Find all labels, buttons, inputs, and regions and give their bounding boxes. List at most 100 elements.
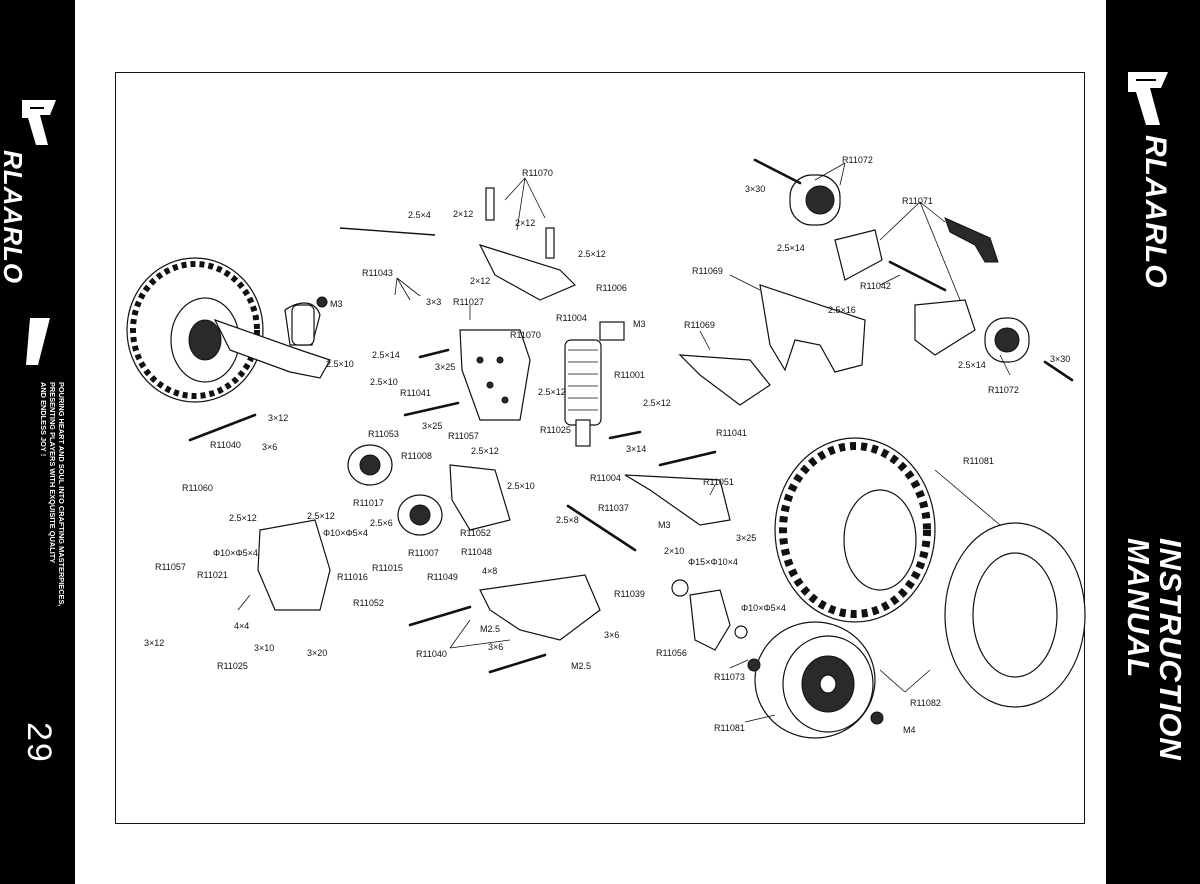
part-label: R11057: [448, 431, 479, 441]
front-suspension-arm: [213, 302, 331, 379]
part-label: R11072: [842, 155, 873, 165]
part-label: R11056: [656, 648, 687, 658]
part-label: 2×12: [515, 218, 535, 228]
leader-lines: [237, 162, 1011, 723]
part-label: M2.5: [571, 661, 591, 671]
part-label: R11008: [401, 451, 432, 461]
part-label: R11037: [598, 503, 629, 513]
body-clip-bracket: [944, 217, 999, 263]
part-label: M4: [903, 725, 916, 735]
part-label: R11081: [963, 456, 994, 466]
part-label: R11025: [217, 661, 248, 671]
front-left-wheel: [126, 257, 264, 403]
part-label: 2.5×14: [372, 350, 400, 360]
part-label: R11082: [910, 698, 941, 708]
part-label: R11006: [596, 283, 627, 293]
part-label: R11039: [614, 589, 645, 599]
part-label: R11021: [197, 570, 228, 580]
right-sidebar: RLAARLO INSTRUCTION MANUAL: [1106, 0, 1200, 884]
part-label: R11070: [510, 330, 541, 340]
part-label: 2.5×12: [578, 249, 606, 259]
part-label: R11081: [714, 723, 745, 733]
diagram-frame: [115, 72, 1085, 824]
part-label: 2.5×12: [643, 398, 671, 408]
part-label: R11060: [182, 483, 213, 493]
part-label: R11072: [988, 385, 1019, 395]
part-label: 2.5×4: [408, 210, 431, 220]
part-label: R11053: [368, 429, 399, 439]
part-label: 2.5×14: [958, 360, 986, 370]
part-label: 4×8: [482, 566, 497, 576]
part-label: 2.5×6: [370, 518, 393, 528]
part-label: R11004: [590, 473, 621, 483]
part-label: 3×6: [262, 442, 277, 452]
part-label: R11015: [372, 563, 403, 573]
body-mount-post: [789, 174, 1030, 363]
part-label: Φ15×Φ10×4: [688, 557, 738, 567]
part-label: 2.5×10: [326, 359, 354, 369]
part-label: R11042: [860, 281, 891, 291]
part-label: R11007: [408, 548, 439, 558]
part-label: 3×30: [1050, 354, 1070, 364]
part-label: 3×30: [745, 184, 765, 194]
part-label: R11052: [460, 528, 491, 538]
part-label: R11057: [155, 562, 186, 572]
part-label: 2.5×10: [370, 377, 398, 387]
part-labels: R11070 R11072 R11071 2.5×4 2×12 2×12 2.5…: [144, 155, 1070, 735]
slash-icon: [26, 318, 50, 365]
part-label: R11017: [353, 498, 384, 508]
part-label: 2.5×14: [777, 243, 805, 253]
part-label: R11027: [453, 297, 484, 307]
part-label: R11040: [210, 440, 241, 450]
part-label: M3: [633, 319, 646, 329]
part-label: Φ10×Φ5×4: [323, 528, 368, 538]
part-label: 2.5×12: [229, 513, 257, 523]
part-label: R11040: [416, 649, 447, 659]
brand-logo-icon: [22, 100, 56, 365]
part-label: 2.5×16: [828, 305, 856, 315]
part-label: 3×25: [435, 362, 455, 372]
steering-assembly: [478, 187, 577, 301]
part-label: 3×12: [268, 413, 288, 423]
left-sidebar: RLAARLO POURING HEART AND SOUL INTO CRAF…: [0, 0, 75, 884]
part-label: 4×4: [234, 621, 249, 631]
part-label: R11004: [556, 313, 587, 323]
part-label: R11071: [902, 196, 933, 206]
part-label: R11073: [714, 672, 745, 682]
shock-absorber: [564, 339, 602, 447]
front-bumper: [759, 284, 866, 373]
part-label: 3×20: [307, 648, 327, 658]
part-label: 3×6: [604, 630, 619, 640]
part-label: 3×6: [488, 642, 503, 652]
part-label: R11069: [684, 320, 715, 330]
part-label: R11051: [703, 477, 734, 487]
screws: [316, 158, 1074, 725]
part-label: 2.5×8: [556, 515, 579, 525]
part-label: 2×12: [470, 276, 490, 286]
part-label: 2×12: [453, 209, 473, 219]
part-label: R11041: [716, 428, 747, 438]
part-label: 2.5×10: [507, 481, 535, 491]
differential: [347, 444, 443, 536]
part-label: 3×14: [626, 444, 646, 454]
part-label: 3×25: [422, 421, 442, 431]
part-label: M3: [658, 520, 671, 530]
lower-arm: [479, 354, 771, 641]
rear-hub-carrier: [689, 229, 976, 651]
rear-right-wheel: [774, 437, 936, 623]
part-label: Φ10×Φ5×4: [741, 603, 786, 613]
part-label: 3×10: [254, 643, 274, 653]
part-label: Φ10×Φ5×4: [213, 548, 258, 558]
gearbox-housing: [257, 464, 511, 611]
part-label: R11001: [614, 370, 645, 380]
rim: [754, 621, 876, 739]
part-label: R11049: [427, 572, 458, 582]
part-label: M2.5: [480, 624, 500, 634]
part-label: 3×12: [144, 638, 164, 648]
part-label: 2×10: [664, 546, 684, 556]
part-label: R11025: [540, 425, 571, 435]
part-label: R11016: [337, 572, 368, 582]
part-label: M3: [330, 299, 343, 309]
part-label: R11069: [692, 266, 723, 276]
